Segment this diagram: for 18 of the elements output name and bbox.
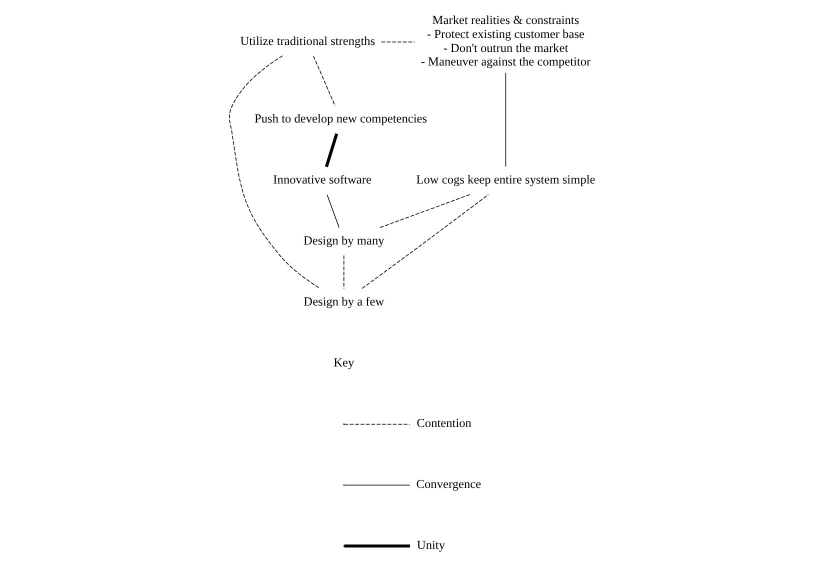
node-text: Design by many [303, 234, 384, 248]
connector [505, 72, 506, 167]
connector [229, 55, 320, 289]
legend-label: Convergence [416, 477, 482, 492]
label: Key [334, 355, 354, 370]
connector [313, 56, 336, 106]
node-text: Design by a few [304, 294, 384, 308]
connector [324, 133, 338, 168]
node-text: Utilize traditional strengths [240, 34, 376, 48]
connector [362, 194, 489, 289]
legend-label: Contention [416, 416, 472, 430]
node-text: Innovative software [273, 172, 372, 187]
legend-label: Unity [416, 538, 446, 552]
node-text: Push to develop new competencies [254, 112, 428, 126]
node-text: Low cogs keep entire system simple [416, 172, 596, 187]
node-text: Market realities & constraints - Protect existing customer base - Don't outrun the market - Maneuver against the competitor [420, 13, 591, 69]
connector [326, 194, 340, 228]
connector [379, 194, 470, 228]
